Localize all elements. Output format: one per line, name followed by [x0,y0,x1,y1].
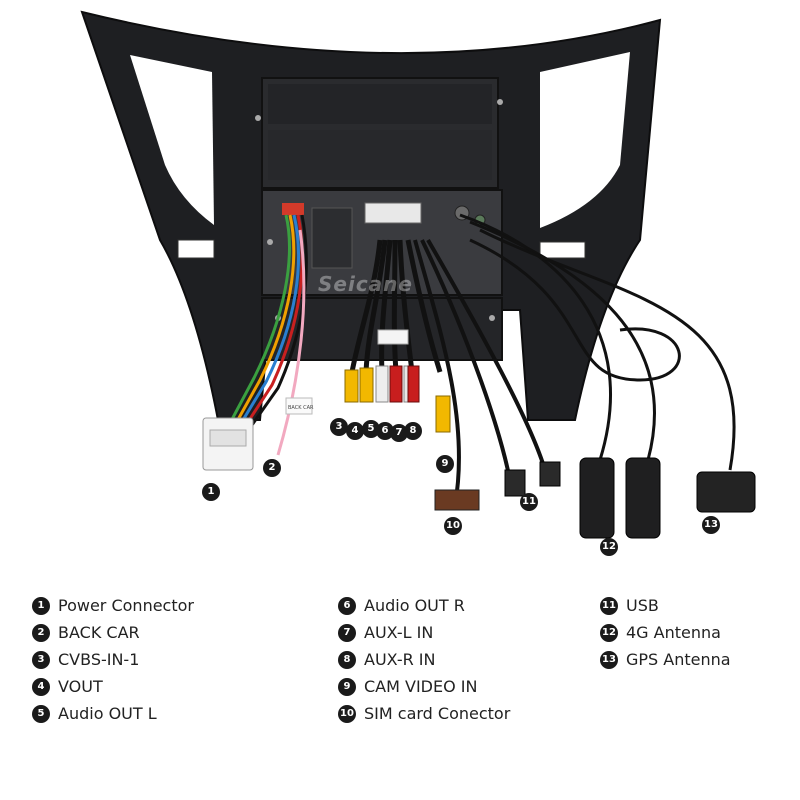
legend-item: 13 GPS Antenna [600,646,731,673]
legend-label: USB [626,596,659,615]
legend-item: 6 Audio OUT R [338,592,510,619]
callout-2: 2 [263,459,281,477]
legend-item: 11 USB [600,592,731,619]
legend-badge: 9 [338,677,356,696]
back-car-tag-text: BACK CAR [288,405,314,411]
legend-item: 4 VOUT [32,673,194,700]
legend-badge: 7 [338,623,356,642]
legend-item: 5 Audio OUT L [32,700,194,727]
callout-13: 13 [702,516,720,534]
left-vent-cutout [130,55,214,225]
connector-block-mid [364,202,422,224]
callout-1: 1 [202,483,220,501]
legend-item: 2 BACK CAR [32,619,194,646]
legend-item: 8 AUX-R IN [338,646,510,673]
right-vent-cutout [540,52,630,228]
legend-label: VOUT [58,677,103,696]
callout-7: 7 [390,424,408,442]
callout-4: 4 [346,422,364,440]
legend-item: 9 CAM VIDEO IN [338,673,510,700]
legend-label: GPS Antenna [626,650,731,669]
legend-label: CAM VIDEO IN [364,677,478,696]
legend-label: AUX-L IN [364,623,434,642]
back-car-wire [276,229,306,456]
legend-column-1: 1 Power Connector 2 BACK CAR 3 CVBS-IN-1… [32,592,194,727]
legend-label: BACK CAR [58,623,140,642]
legend-badge: 11 [600,596,618,615]
legend-badge: 12 [600,623,618,642]
callout-3: 3 [330,418,348,436]
legend-badge: 5 [32,704,50,723]
legend-badge: 10 [338,704,356,723]
4g-antenna-module-2 [625,457,661,539]
usb-sim-cables [413,238,547,506]
legend-item: 10 SIM card Conector [338,700,510,727]
sim-card-connector [434,489,480,511]
callout-11: 11 [520,493,538,511]
4g-antenna-module-1 [579,457,615,539]
head-unit-photo: BACK CAR [80,10,756,539]
legend-item: 7 AUX-L IN [338,619,510,646]
back-car-tag [285,397,313,415]
callout-12: 12 [600,538,618,556]
legend-badge: 8 [338,650,356,669]
legend-label: Power Connector [58,596,194,615]
rca-plug-cvbs-in [344,369,359,403]
callout-9: 9 [436,455,454,473]
rca-plug-aux-r [407,365,420,403]
legend-label: 4G Antenna [626,623,721,642]
legend-column-3: 11 USB 12 4G Antenna 13 GPS Antenna [600,592,731,673]
legend-item: 3 CVBS-IN-1 [32,646,194,673]
rca-plug-audio-out-r [389,365,403,403]
legend-badge: 3 [32,650,50,669]
legend-label: AUX-R IN [364,650,436,669]
legend-badge: 6 [338,596,356,615]
legend-label: Audio OUT L [58,704,157,723]
rca-plug-audio-out-l [375,365,389,403]
legend-label: Audio OUT R [364,596,465,615]
usb-connector [504,469,526,497]
legend-badge: 2 [32,623,50,642]
legend-badge: 4 [32,677,50,696]
antenna-cables [459,213,736,471]
legend-badge: 1 [32,596,50,615]
connector-block-left [282,203,304,215]
left-vent-slot [177,239,215,259]
callout-5: 5 [362,420,380,438]
brand-watermark: Seicane [318,272,413,296]
legend-item: 12 4G Antenna [600,619,731,646]
gps-antenna-module [696,471,756,513]
callout-6: 6 [376,422,394,440]
callout-10: 10 [444,517,462,535]
legend-badge: 13 [600,650,618,669]
right-vent-slot [539,241,586,259]
legend-item: 1 Power Connector [32,592,194,619]
legend-label: SIM card Conector [364,704,511,723]
legend-label: CVBS-IN-1 [58,650,140,669]
rca-plug-cam-video [435,395,451,433]
rca-plug-vout [359,367,374,403]
legend-column-2: 6 Audio OUT R 7 AUX-L IN 8 AUX-R IN 9 CA… [338,592,510,727]
rca-cable-bundle [349,239,443,373]
callout-8: 8 [404,422,422,440]
